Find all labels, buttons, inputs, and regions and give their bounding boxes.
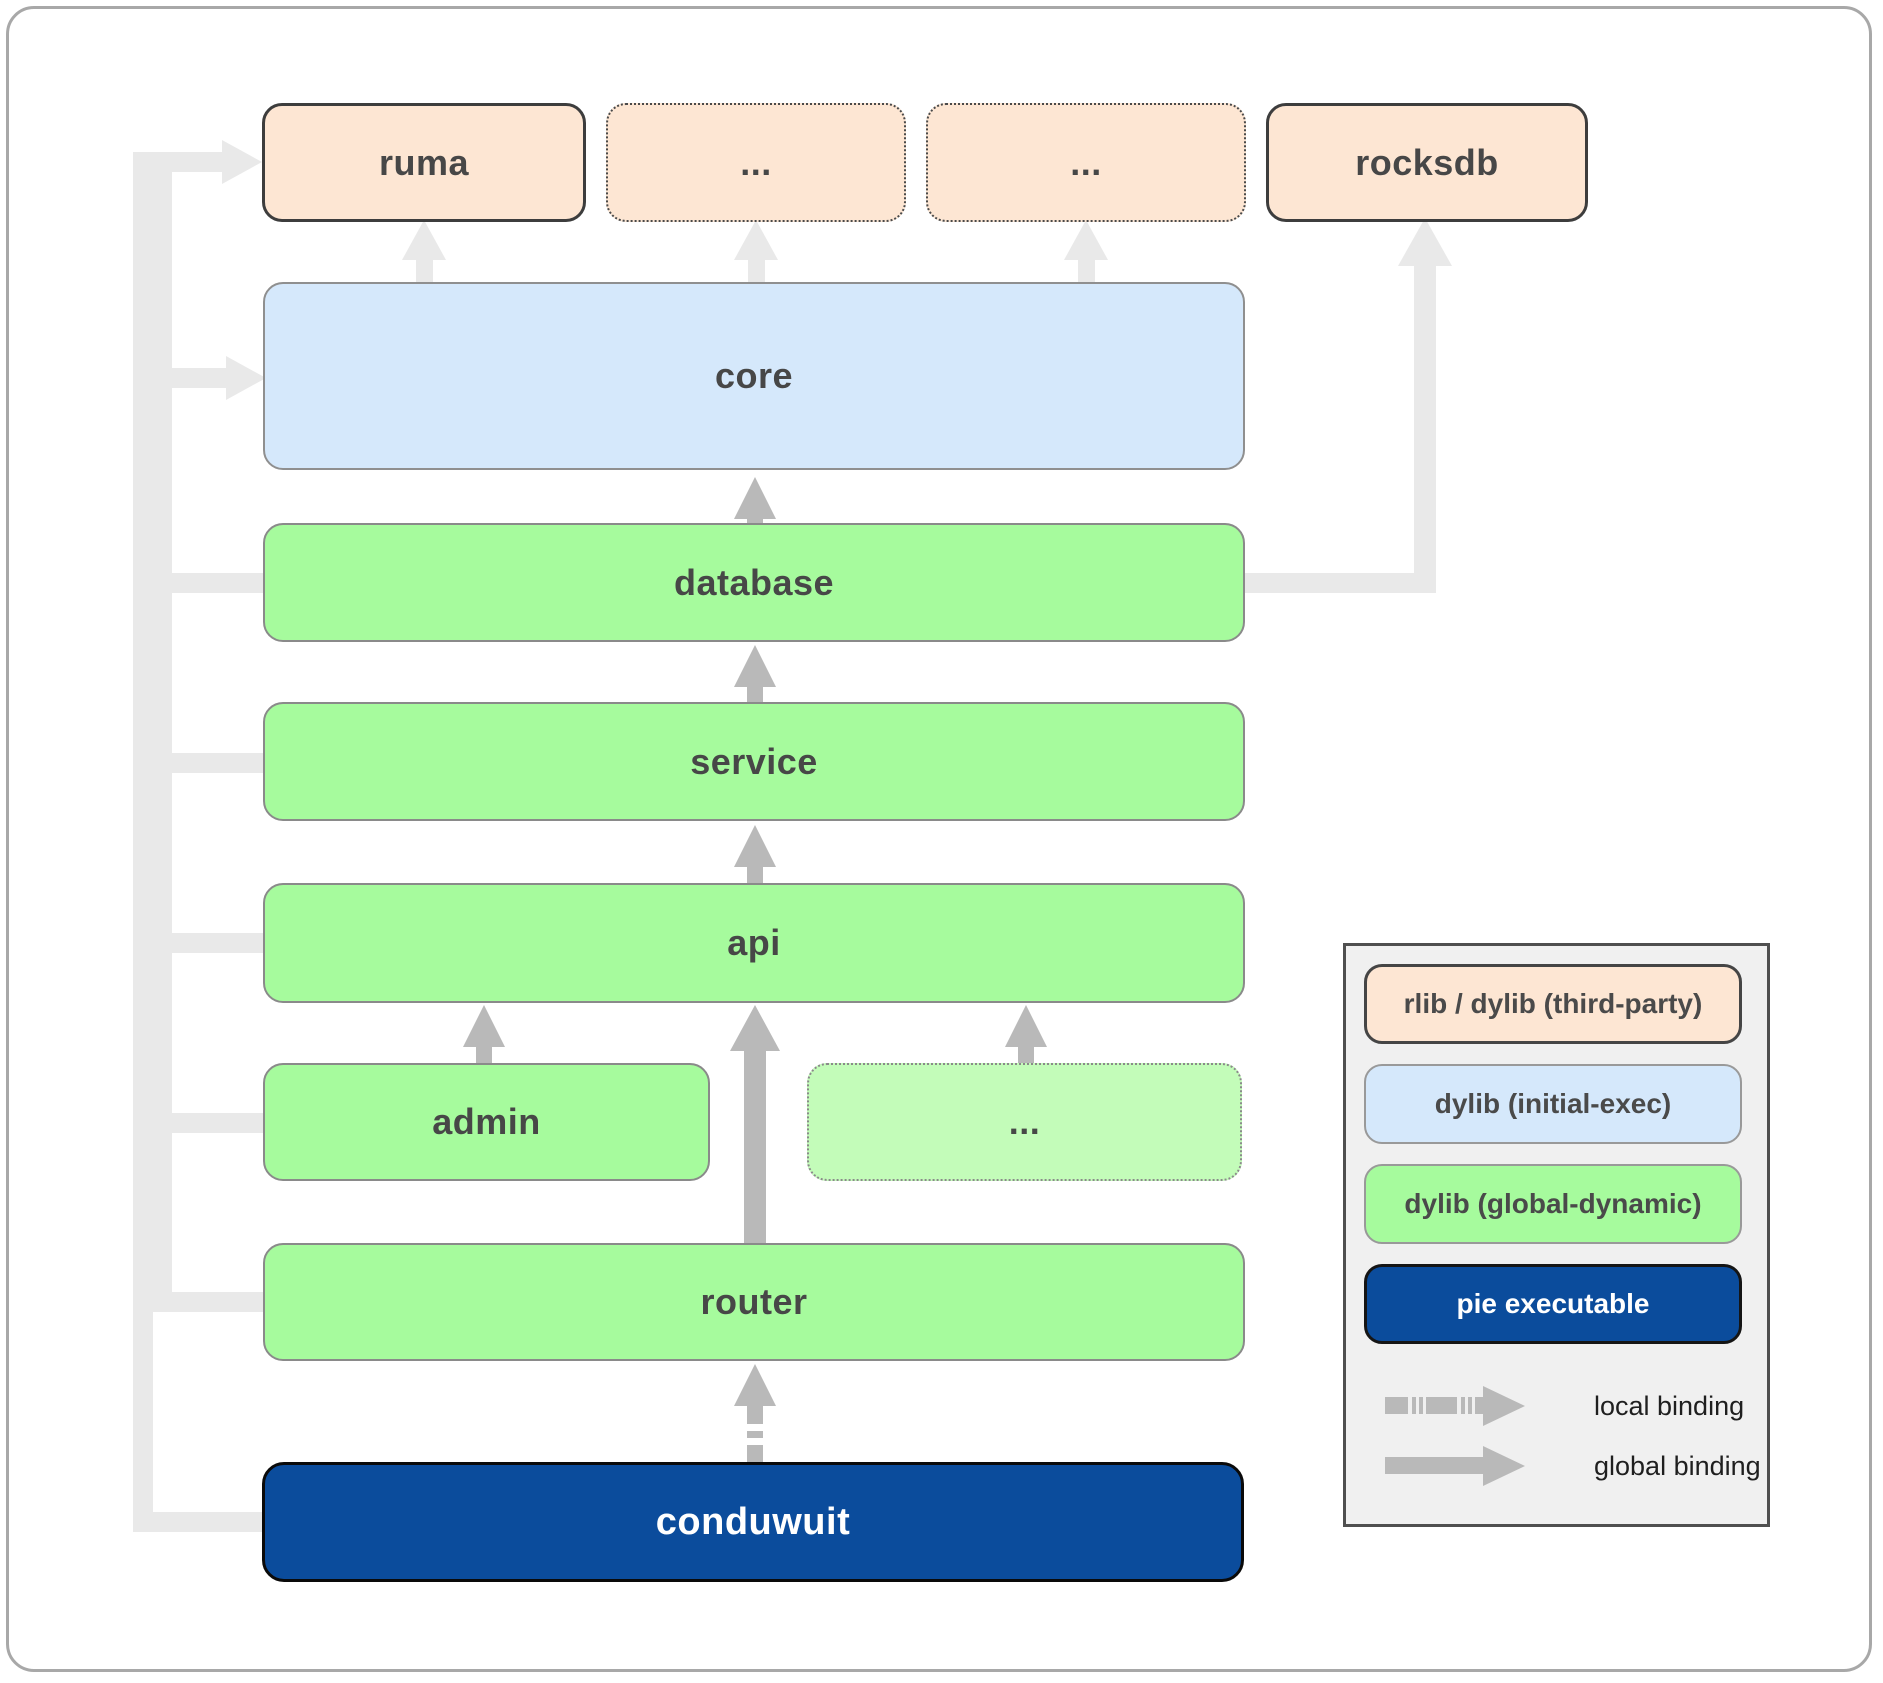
legend: rlib / dylib (third-party) dylib (initia… [1343,943,1770,1527]
legend-pie-executable-label: pie executable [1456,1288,1650,1319]
arrowhead-api-to-service [734,825,776,867]
node-ruma: ruma [262,103,586,222]
node-ruma-label: ruma [378,141,470,183]
node-service-label: service [690,740,818,782]
edge-trunk-vertical-inner [153,172,172,1312]
edge-service-to-database-shaft [747,683,763,705]
legend-global-binding-label: global binding [1594,1450,1761,1481]
edge-trunk-to-database [153,573,266,593]
legend-local-binding-dash [1385,1397,1408,1414]
edge-core-to-ruma-shaft [416,258,433,284]
edge-trunk-to-router [153,1292,266,1312]
node-top-dots-2: ... [926,103,1246,222]
node-api-label: api [727,922,781,963]
node-core-label: core [714,355,794,396]
edge-trunk-to-service [153,753,266,773]
edge-trunk-vertical-main [133,152,153,1532]
node-router-label: router [700,1281,808,1322]
edge-trunk-to-api [153,933,266,953]
node-top-dots-1: ... [606,103,906,222]
legend-third-party-label: rlib / dylib (third-party) [1403,988,1703,1019]
edge-trunk-to-ruma [133,152,223,172]
legend-global-dynamic-label: dylib (global-dynamic) [1404,1188,1702,1219]
arrowhead-conduwuit-to-router [734,1364,776,1406]
edge-trunk-to-core [153,368,227,388]
node-conduwuit-label: conduwuit [655,1500,851,1543]
node-top-dots-2-label: ... [1070,141,1102,183]
legend-third-party-swatch: rlib / dylib (third-party) [1364,964,1742,1044]
arrowhead-to-rocksdb [1398,218,1452,266]
edge-core-to-dots1-shaft [748,258,765,284]
arrowhead-core-to-dots1 [734,220,778,260]
edge-conduwuit-to-router-shaft [747,1402,763,1464]
edge-conduwuit-to-router-dash-gap-2 [747,1438,763,1445]
node-mid-dots-label: ... [1008,1101,1041,1142]
arrowhead-to-ruma [222,140,262,184]
edge-trunk-to-admin [153,1113,266,1133]
legend-global-binding-arrowhead [1483,1446,1525,1486]
legend-global-dynamic-swatch: dylib (global-dynamic) [1364,1164,1742,1244]
arrowhead-service-to-database [734,645,776,687]
legend-local-binding-dash [1468,1397,1472,1414]
edge-core-to-dots2-shaft [1078,258,1095,284]
legend-local-binding-dash [1419,1397,1423,1414]
node-conduwuit: conduwuit [262,1462,1244,1582]
edge-api-to-service-shaft [747,863,763,885]
arrowhead-admin-to-api [463,1005,505,1047]
node-rocksdb-label: rocksdb [1355,141,1499,183]
node-router: router [263,1243,1245,1361]
legend-local-binding-dash [1426,1397,1457,1414]
arrowhead-dots-to-api [1005,1005,1047,1047]
legend-local-binding-label: local binding [1594,1390,1745,1421]
legend-pie-executable-swatch: pie executable [1364,1264,1742,1344]
edge-database-to-rocksdb-horizontal [1245,573,1436,593]
arrowhead-core-to-ruma [402,220,446,260]
edge-database-to-rocksdb-vertical [1414,262,1436,593]
edge-router-to-api-shaft [744,1047,766,1245]
arrowhead-to-core [226,356,266,400]
node-database: database [263,523,1245,642]
node-service: service [263,702,1245,821]
arrowhead-core-to-dots2 [1064,220,1108,260]
arrowhead-database-to-core [734,477,776,519]
legend-initial-exec-label: dylib (initial-exec) [1434,1088,1672,1119]
edge-admin-to-api-shaft [476,1043,492,1065]
legend-global-binding-shaft [1385,1457,1489,1474]
edge-dots-to-api-shaft [1018,1043,1034,1065]
node-database-label: database [673,561,835,603]
node-api: api [263,883,1245,1003]
edge-trunk-from-conduwuit [133,1512,265,1532]
node-top-dots-1-label: ... [740,141,772,183]
legend-local-binding-dash [1461,1397,1465,1414]
node-mid-dots: ... [807,1063,1242,1181]
edge-conduwuit-to-router-dash-gap-1 [747,1424,763,1431]
node-rocksdb: rocksdb [1266,103,1588,222]
legend-local-binding-dash [1412,1397,1416,1414]
node-admin-label: admin [432,1101,541,1142]
legend-local-binding-arrowhead [1483,1386,1525,1426]
arrowhead-router-to-api [730,1005,780,1051]
node-core: core [263,282,1245,470]
node-admin: admin [263,1063,710,1181]
legend-initial-exec-swatch: dylib (initial-exec) [1364,1064,1742,1144]
